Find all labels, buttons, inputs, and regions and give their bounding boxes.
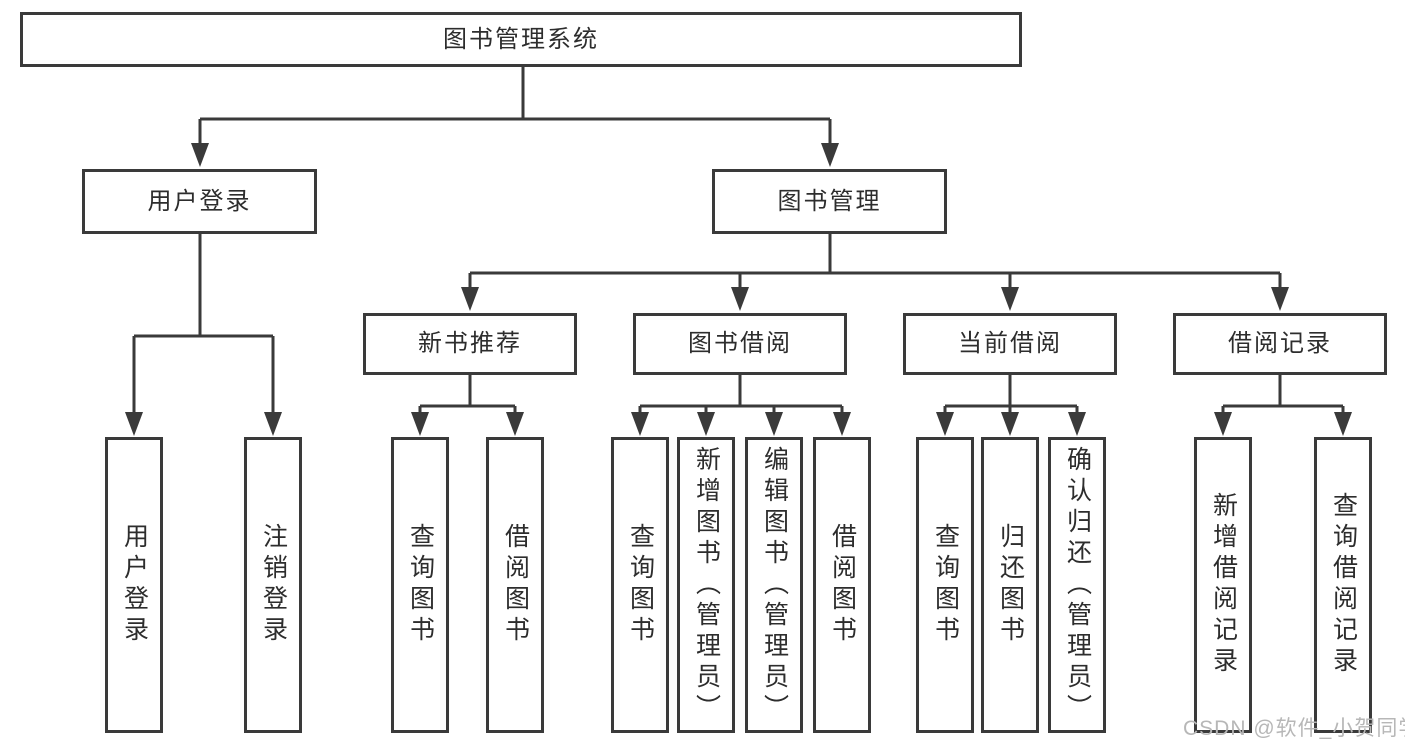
node-borrow-records: 借阅记录 [1173,313,1387,375]
node-root: 图书管理系统 [20,12,1022,67]
node-book-management: 图书管理 [712,169,947,234]
node-root-label: 图书管理系统 [443,25,599,53]
leaf-add-book-admin-label: 新增图书（管理员） [692,445,721,725]
node-current-borrow: 当前借阅 [903,313,1117,375]
leaf-query-books-borrow: 查询图书 [611,437,669,733]
leaf-query-books-recommend: 查询图书 [391,437,449,733]
leaf-borrow-books-recommend-label: 借阅图书 [501,523,530,647]
leaf-borrow-books: 借阅图书 [813,437,871,733]
leaf-add-borrow-record-label: 新增借阅记录 [1209,492,1238,678]
leaf-return-book: 归还图书 [981,437,1039,733]
leaf-logout: 注销登录 [244,437,302,733]
node-book-borrow: 图书借阅 [633,313,847,375]
leaf-user-login-label: 用户登录 [120,523,149,647]
node-user-login: 用户登录 [82,169,317,234]
leaf-borrow-books-label: 借阅图书 [828,523,857,647]
leaf-edit-book-admin-label: 编辑图书（管理员） [760,445,789,725]
node-current-borrow-label: 当前借阅 [958,330,1062,357]
leaf-confirm-return-admin-label: 确认归还（管理员） [1063,445,1092,725]
leaf-confirm-return-admin: 确认归还（管理员） [1048,437,1106,733]
leaf-query-books-current-label: 查询图书 [931,523,960,647]
leaf-query-books-current: 查询图书 [916,437,974,733]
node-user-login-label: 用户登录 [147,187,252,215]
leaf-add-borrow-record: 新增借阅记录 [1194,437,1252,733]
leaf-query-borrow-record: 查询借阅记录 [1314,437,1372,733]
node-new-book-recommend: 新书推荐 [363,313,577,375]
leaf-query-books-borrow-label: 查询图书 [626,523,655,647]
leaf-user-login: 用户登录 [105,437,163,733]
leaf-add-book-admin: 新增图书（管理员） [677,437,735,733]
leaf-borrow-books-recommend: 借阅图书 [486,437,544,733]
leaf-query-books-recommend-label: 查询图书 [406,523,435,647]
watermark: CSDN @软件_小贺同学 [1183,717,1405,740]
node-book-management-label: 图书管理 [777,187,882,215]
leaf-query-borrow-record-label: 查询借阅记录 [1329,492,1358,678]
leaf-return-book-label: 归还图书 [996,523,1025,647]
leaf-edit-book-admin: 编辑图书（管理员） [745,437,803,733]
leaf-logout-label: 注销登录 [259,523,288,647]
node-book-borrow-label: 图书借阅 [688,330,792,357]
node-new-book-recommend-label: 新书推荐 [418,330,522,357]
node-borrow-records-label: 借阅记录 [1228,330,1332,357]
